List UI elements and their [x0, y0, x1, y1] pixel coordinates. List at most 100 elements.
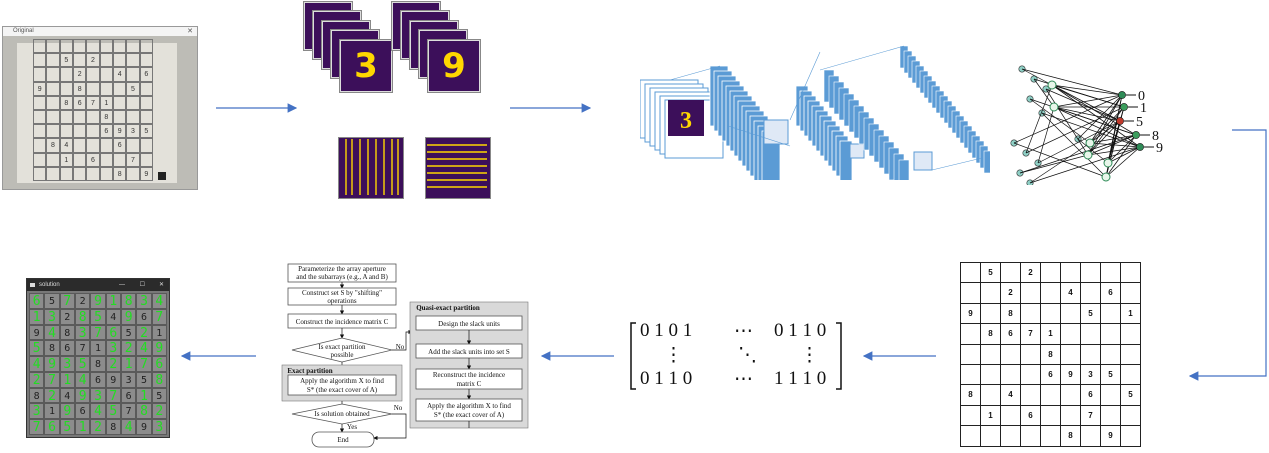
projection-lines [345, 139, 399, 195]
solution-cell: 9 [59, 403, 75, 419]
flow-no-2: No [394, 404, 403, 412]
solution-cell: 1 [44, 403, 60, 420]
solution-cell: 3 [59, 356, 75, 372]
photo-cell: 4 [59, 138, 73, 153]
solution-cell: 6 [75, 403, 91, 420]
grid-cell [1120, 425, 1141, 447]
solution-cell: 3 [75, 324, 91, 341]
incidence-matrix: 0 1 0 1 ⋯ 0 1 1 0 ⋮ ⋱ ⋮ 0 1 1 0 ⋯ 1 1 1 … [628, 320, 844, 392]
flow-q3-line2: matrix C [457, 380, 482, 388]
solution-cell: 3 [105, 340, 121, 356]
flow-q2: Add the slack units into set S [428, 348, 510, 356]
photo-cell [33, 124, 47, 139]
arrow-cnn-to-grid [1188, 129, 1267, 381]
solution-cell: 7 [29, 419, 45, 435]
photo-cell [46, 67, 60, 82]
projection-lines-h [427, 144, 487, 188]
solution-cell: 4 [29, 356, 45, 372]
photo-cell [59, 81, 73, 96]
photo-page-badge [158, 172, 166, 180]
solution-cell: 2 [136, 324, 152, 341]
photo-cell: 5 [126, 81, 140, 96]
photo-cell: 5 [59, 53, 73, 68]
photo-cell [33, 39, 47, 54]
solution-cell: 9 [105, 371, 121, 388]
solution-cell: 8 [44, 340, 60, 357]
solution-cell: 1 [75, 419, 91, 435]
flow-decision2: Is solution obtained [314, 410, 370, 418]
solution-cell: 4 [44, 324, 60, 341]
photo-cell: 8 [99, 110, 113, 125]
solution-cell: 6 [29, 293, 45, 309]
close-icon[interactable]: ✕ [158, 282, 164, 288]
photo-cell [46, 110, 60, 125]
solution-cell: 1 [29, 308, 45, 325]
flow-exact-step-line1: Apply the algorithm X to find [300, 377, 384, 385]
vertical-projection-plot [338, 137, 404, 199]
photo-cell [73, 110, 87, 125]
photo-cell [33, 152, 47, 167]
photo-cell [139, 138, 153, 153]
solution-cell: 4 [75, 371, 91, 388]
photo-cell: 8 [59, 95, 73, 110]
photo-cell [86, 81, 100, 96]
solution-cell: 7 [136, 356, 152, 372]
solution-cell: 3 [121, 371, 137, 388]
solution-cell: 7 [121, 403, 137, 420]
flow-exact-step-line2: S* (the exact cover of A) [307, 386, 378, 394]
photo-cell: 6 [113, 138, 127, 153]
flow-decision1-line1: Is exact partition [318, 343, 366, 351]
photo-cell [46, 95, 60, 110]
close-icon[interactable]: ✕ [187, 28, 193, 35]
solution-cell: 4 [105, 308, 121, 325]
solution-cell: 3 [136, 293, 152, 309]
solution-cell: 9 [121, 308, 137, 325]
minimize-icon[interactable]: — [119, 282, 125, 288]
photo-cell: 9 [113, 124, 127, 139]
horizontal-projection-plot [425, 137, 491, 199]
digit-tile-label: 3 [354, 45, 378, 86]
photo-window-titlebar: Original ✕ [3, 27, 197, 36]
photo-cell: 7 [86, 95, 100, 110]
cnn-diagram: 3 [640, 51, 865, 180]
flow-step2-line2: operations [327, 297, 356, 305]
photo-cell [33, 166, 47, 181]
photo-cell [33, 67, 47, 82]
solution-cell: 2 [151, 403, 167, 419]
photo-cell [113, 95, 127, 110]
photo-cell [46, 53, 60, 68]
photo-cell [113, 81, 127, 96]
solution-cell: 7 [90, 324, 106, 341]
solution-cell: 9 [90, 293, 106, 309]
photo-cell: 8 [73, 81, 87, 96]
photo-cell [86, 138, 100, 153]
photo-cell: 6 [139, 67, 153, 82]
matrix-row3-end: 1 1 1 0 [774, 368, 827, 389]
photo-cell [33, 138, 47, 153]
flow-q4-line1: Apply the algorithm X to find [427, 402, 511, 410]
photo-cell: 1 [59, 152, 73, 167]
flow-step2-line1: Construct set S by "shifting" [302, 289, 382, 297]
maximize-icon[interactable]: ☐ [139, 282, 145, 288]
photo-cell [113, 53, 127, 68]
solution-cell: 5 [105, 403, 121, 419]
photo-cell [126, 67, 140, 82]
photo-cell [139, 39, 153, 54]
solution-cell: 1 [59, 371, 75, 388]
photo-cell [73, 166, 87, 181]
photo-cell: 3 [126, 124, 140, 139]
solution-cell: 8 [90, 356, 106, 372]
solution-cell: 9 [136, 419, 152, 435]
photo-cell [99, 39, 113, 54]
fc-node [1083, 150, 1093, 160]
window-icon [30, 283, 35, 287]
photo-cell: 1 [99, 95, 113, 110]
photo-cell [99, 138, 113, 153]
flow-quasi-title: Quasi-exact partition [416, 304, 480, 312]
photo-cell: 9 [139, 166, 153, 181]
photo-cell [86, 39, 100, 54]
fc-node [1101, 172, 1111, 182]
